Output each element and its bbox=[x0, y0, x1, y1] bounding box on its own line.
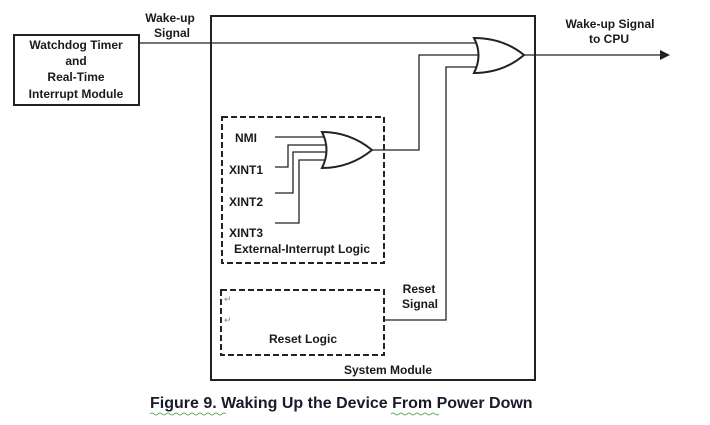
xint2-wire bbox=[275, 151, 327, 194]
output-label-2: to CPU bbox=[589, 32, 629, 46]
output-or-gate bbox=[472, 36, 526, 75]
watchdog-timer-block bbox=[13, 34, 140, 106]
input-label-nmi: NMI bbox=[235, 131, 257, 145]
reset-signal-wire bbox=[384, 66, 477, 321]
wakeup-signal-label-2: Signal bbox=[154, 26, 190, 40]
paragraph-mark: ↵ bbox=[224, 294, 232, 304]
figure-caption: Figure 9. Waking Up the Device From Powe… bbox=[150, 395, 533, 412]
xint3-wire bbox=[275, 159, 327, 224]
watchdog-line-1: Watchdog Timer bbox=[29, 38, 123, 52]
xint1-wire bbox=[275, 144, 327, 168]
spellcheck-underline bbox=[390, 412, 440, 416]
external-interrupt-title: External-Interrupt Logic bbox=[234, 242, 370, 256]
output-arrow-icon bbox=[660, 50, 670, 60]
wakeup-signal-label-1: Wake-up bbox=[145, 11, 195, 25]
reset-logic-box bbox=[220, 289, 385, 356]
system-module-box bbox=[210, 15, 536, 381]
interrupt-or-gate bbox=[320, 130, 374, 170]
watchdog-line-4: Interrupt Module bbox=[29, 87, 124, 101]
reset-signal-label-1: Reset bbox=[403, 282, 436, 296]
input-label-xint2: XINT2 bbox=[229, 195, 263, 209]
ext-interrupt-wire bbox=[372, 54, 479, 151]
system-module-label: System Module bbox=[344, 363, 432, 377]
input-label-xint3: XINT3 bbox=[229, 226, 263, 240]
reset-logic-title: Reset Logic bbox=[269, 332, 337, 346]
reset-signal-label-2: Signal bbox=[402, 297, 438, 311]
external-interrupt-logic-box bbox=[221, 116, 385, 264]
paragraph-mark: ↵ bbox=[224, 315, 232, 325]
watchdog-line-3: Real-Time bbox=[47, 70, 104, 84]
spellcheck-underline bbox=[149, 412, 227, 416]
watchdog-line-2: and bbox=[65, 54, 86, 68]
input-label-xint1: XINT1 bbox=[229, 163, 263, 177]
output-label-1: Wake-up Signal bbox=[566, 17, 655, 31]
